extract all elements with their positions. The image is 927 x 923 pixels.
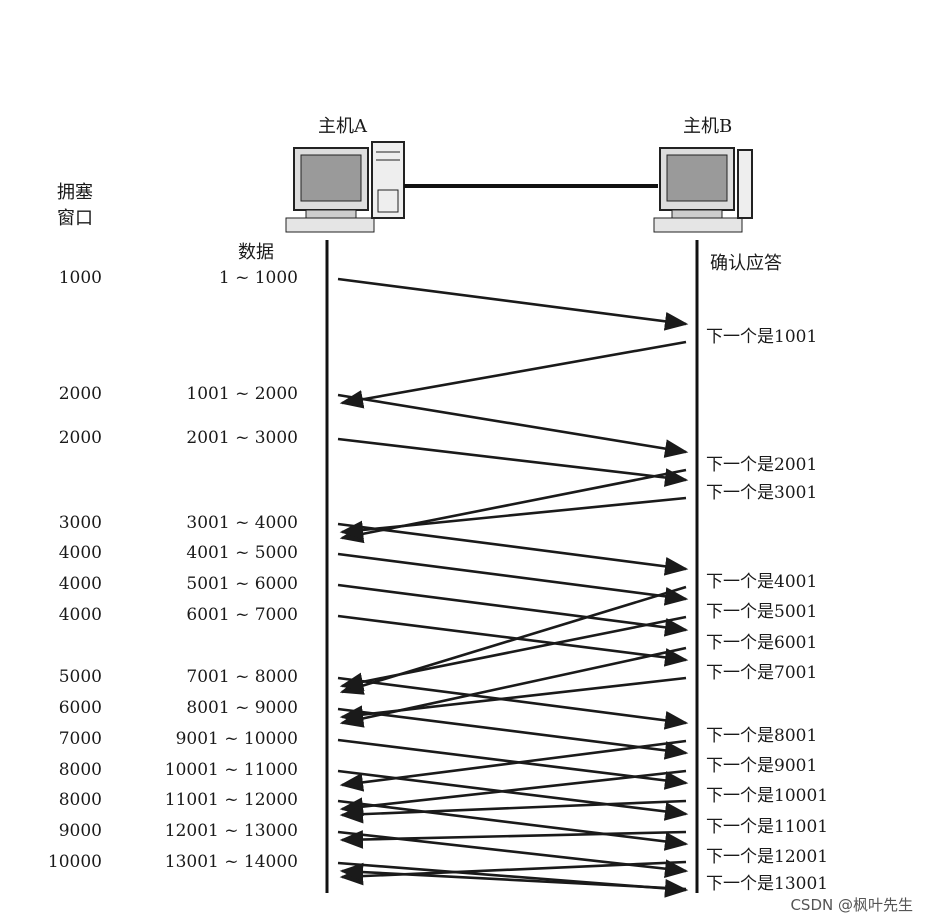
congestion-window-value: 2000 [58, 428, 102, 448]
data-range-label: 13001 ~ 14000 [164, 852, 298, 872]
data-range-label: 12001 ~ 13000 [164, 821, 298, 841]
congestion-window-value: 5000 [58, 667, 102, 687]
congestion-window-value: 6000 [58, 698, 102, 718]
host-a-label: 主机A [318, 116, 367, 137]
data-segment-arrow [337, 614, 689, 667]
data-segment-arrow [337, 522, 689, 576]
congestion-window-value: 10000 [47, 852, 102, 872]
data-header: 数据 [238, 242, 274, 263]
ack-label: 下一个是2001 [706, 455, 818, 475]
data-range-label: 3001 ~ 4000 [186, 513, 298, 533]
ack-arrow [339, 615, 687, 692]
data-range-label: 10001 ~ 11000 [164, 760, 298, 780]
ack-arrow [339, 830, 687, 849]
host-a-computer-icon [285, 141, 405, 233]
ack-arrow [339, 769, 687, 816]
ack-label: 下一个是12001 [706, 847, 829, 867]
data-range-label: 2001 ~ 3000 [186, 428, 298, 448]
ack-label: 下一个是5001 [706, 602, 818, 622]
ack-label: 下一个是8001 [706, 726, 818, 746]
data-segment-arrow [337, 583, 689, 637]
data-range-label: 1001 ~ 2000 [186, 384, 298, 404]
data-segment-arrow [337, 738, 689, 790]
data-range-label: 1 ~ 1000 [218, 268, 298, 288]
data-range-label: 5001 ~ 6000 [186, 574, 298, 594]
ack-arrow [339, 739, 687, 792]
ack-label: 下一个是6001 [706, 633, 818, 653]
congestion-window-header: 拥塞 窗口 [57, 182, 93, 229]
data-range-label: 8001 ~ 9000 [186, 698, 298, 718]
ack-label: 下一个是9001 [706, 756, 818, 776]
ack-label: 下一个是1001 [706, 327, 818, 347]
ack-arrow [339, 340, 687, 409]
ack-arrow [339, 676, 687, 724]
ack-label: 下一个是4001 [706, 572, 818, 592]
congestion-window-value: 8000 [58, 760, 102, 780]
congestion-window-value: 4000 [58, 574, 102, 594]
host-b-label: 主机B [683, 116, 733, 137]
congestion-window-value: 2000 [58, 384, 102, 404]
host-b-computer-icon [653, 147, 753, 233]
data-range-label: 9001 ~ 10000 [175, 729, 298, 749]
data-segment-arrow [337, 277, 689, 331]
congestion-window-value: 1000 [58, 268, 102, 288]
data-range-label: 4001 ~ 5000 [186, 543, 298, 563]
data-segment-arrow [337, 676, 689, 730]
ack-label: 下一个是7001 [706, 663, 818, 683]
data-range-label: 11001 ~ 12000 [164, 790, 298, 810]
congestion-window-value: 7000 [58, 729, 102, 749]
ack-label: 下一个是11001 [706, 817, 829, 837]
data-segment-arrow [337, 552, 689, 606]
data-segment-arrow [337, 707, 689, 760]
data-segment-arrow [337, 799, 689, 851]
congestion-window-value: 8000 [58, 790, 102, 810]
congestion-window-value: 9000 [58, 821, 102, 841]
ack-header: 确认应答 [710, 253, 782, 274]
congestion-window-value: 4000 [58, 605, 102, 625]
ack-arrow [339, 799, 687, 824]
congestion-window-value: 4000 [58, 543, 102, 563]
ack-label: 下一个是13001 [706, 874, 829, 894]
data-segment-arrow [337, 437, 689, 487]
ack-arrow [339, 496, 687, 540]
data-range-label: 6001 ~ 7000 [186, 605, 298, 625]
ack-arrow [339, 862, 687, 891]
congestion-window-value: 3000 [58, 513, 102, 533]
ack-label: 下一个是3001 [706, 483, 818, 503]
watermark: CSDN @枫叶先生 [790, 896, 913, 914]
data-segment-arrow [337, 393, 689, 458]
ack-label: 下一个是10001 [706, 786, 829, 806]
data-range-label: 7001 ~ 8000 [186, 667, 298, 687]
